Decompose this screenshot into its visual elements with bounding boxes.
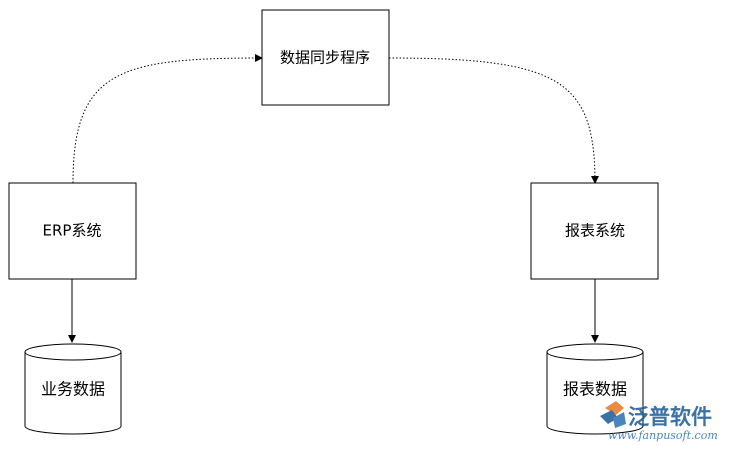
node-business-data-label: 业务数据 [41,380,105,399]
edge-sync-to-report [388,57,599,184]
watermark: 泛普软件 www.fanpusoft.com [600,401,718,442]
edge-erp-to-sync [72,54,263,184]
node-report-data-label: 报表数据 [563,380,627,399]
node-business-data: 业务数据 [24,343,122,435]
node-report-data: 报表数据 [546,343,644,435]
node-sync-program-label: 数据同步程序 [280,49,370,67]
fanpu-logo-icon [600,401,626,428]
watermark-brand: 泛普软件 [628,405,712,429]
node-erp-system: ERP系统 [8,182,137,280]
node-report-system: 报表系统 [530,182,659,280]
node-sync-program: 数据同步程序 [261,9,390,106]
watermark-url: www.fanpusoft.com [608,429,718,442]
node-erp-system-label: ERP系统 [43,222,102,240]
node-report-system-label: 报表系统 [565,222,625,240]
